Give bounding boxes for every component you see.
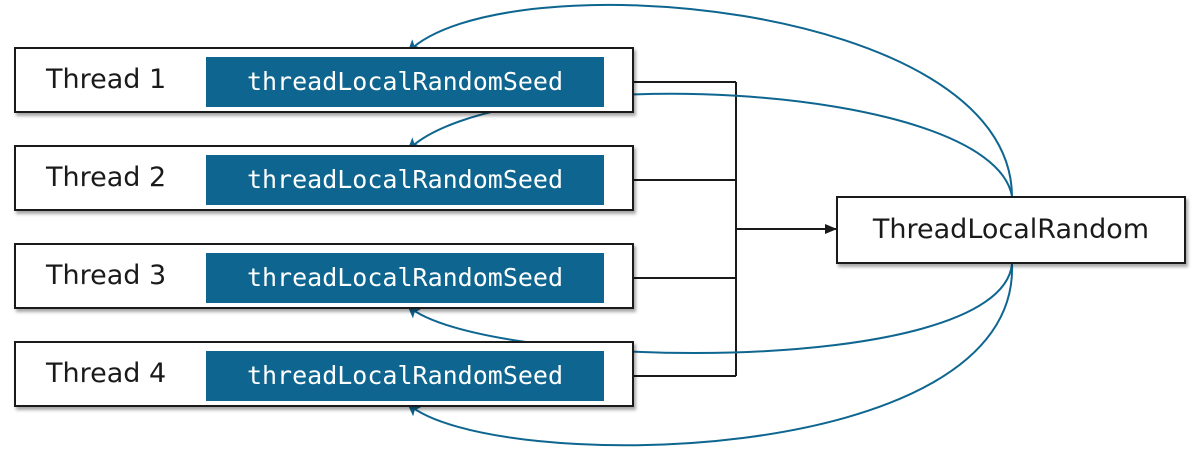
thread-3-label: Thread 3 (46, 260, 167, 291)
thread-1-label: Thread 1 (46, 64, 167, 95)
thread-1-box: Thread 1 threadLocalRandomSeed (14, 47, 634, 113)
thread-3-seed: threadLocalRandomSeed (206, 253, 604, 303)
thread-2-box: Thread 2 threadLocalRandomSeed (14, 145, 634, 211)
feedback-arrow-thread-1 (407, 3, 1013, 197)
thread-3-box: Thread 3 threadLocalRandomSeed (14, 243, 634, 309)
feedback-arrow-thread-2 (407, 92, 1013, 197)
thread-local-random-box: ThreadLocalRandom (836, 196, 1186, 264)
thread-4-box: Thread 4 threadLocalRandomSeed (14, 341, 634, 407)
thread-4-seed: threadLocalRandomSeed (206, 351, 604, 401)
thread-1-seed: threadLocalRandomSeed (206, 57, 604, 107)
feedback-arrow-thread-4 (407, 263, 1014, 447)
thread-2-label: Thread 2 (46, 162, 167, 193)
thread-2-seed: threadLocalRandomSeed (206, 155, 604, 205)
feedback-arrow-thread-3 (407, 263, 1013, 355)
thread-4-label: Thread 4 (46, 358, 167, 389)
